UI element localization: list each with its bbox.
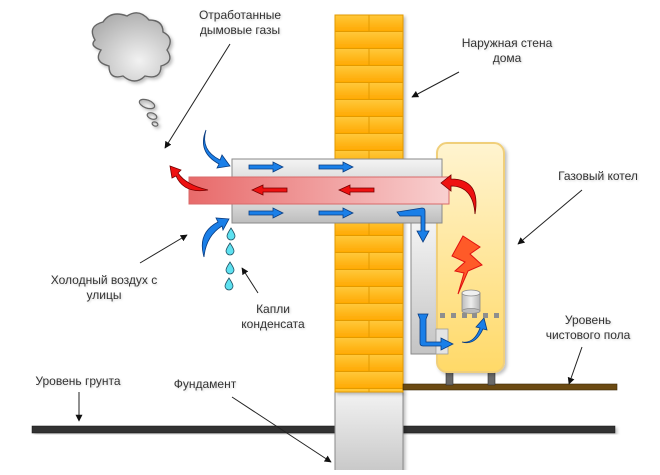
condensate-drops: [224, 227, 236, 291]
label-line: Фундамент: [173, 377, 237, 391]
exhaust-arrow-icon: [338, 184, 375, 196]
condensate-pointer: [241, 267, 259, 294]
cold-air-pointer: [139, 234, 188, 264]
label-line: дымовые газы: [199, 23, 281, 37]
cold-air-arrow-icon: [248, 207, 284, 219]
label-line: Капли: [256, 302, 290, 316]
cold-air-arrow-icon: [248, 161, 284, 173]
exhaust-curve-arrow-icon: [440, 174, 477, 215]
label-foundation: Фундамент: [165, 377, 245, 392]
cold-air-arrows: [201, 129, 488, 351]
burner-icon: [461, 289, 481, 314]
exhaust-curve-arrow-icon: [169, 165, 209, 192]
label-gas-boiler: Газовый котел: [548, 169, 648, 184]
gas-burner-dotted-line: [440, 313, 499, 318]
water-drop-icon: [225, 242, 235, 256]
cold-air-elbow-arrow-icon: [396, 207, 430, 243]
gas-boiler-pointer: [517, 189, 583, 245]
flue-gas-pointer: [164, 43, 231, 149]
outer-wall-pointer: [411, 71, 460, 98]
water-drop-icon: [224, 277, 234, 291]
cold-air-arrow-icon: [318, 207, 354, 219]
label-line: Наружная стена: [461, 36, 553, 50]
label-line: Уровень грунта: [35, 374, 121, 388]
exhaust-arrow-icon: [251, 184, 288, 196]
exhaust-arrows: [169, 165, 477, 215]
cold-air-curve-arrow-icon: [203, 129, 231, 169]
water-drop-icon: [225, 261, 235, 275]
ground-level-line: [31, 425, 616, 434]
foundation-pointer: [231, 396, 332, 463]
label-line: Холодный воздух с: [50, 273, 158, 287]
label-line: Отработанные: [198, 8, 282, 22]
label-line: чистового пола: [545, 328, 631, 342]
label-ground-level: Уровень грунта: [26, 374, 130, 389]
callout-lines: [75, 43, 583, 463]
label-line: Уровень: [564, 313, 612, 327]
cold-air-arrow-icon: [318, 161, 354, 173]
cold-air-elbow-arrow-icon: [417, 313, 454, 351]
label-flue-gas: Отработанные дымовые газы: [190, 8, 290, 38]
label-line: конденсата: [241, 317, 305, 331]
flame-icon: [451, 235, 483, 295]
label-line: дома: [492, 51, 522, 65]
exhaust-pipe: [188, 176, 450, 205]
smoke-cloud-icon: [91, 12, 171, 127]
foundation-block: [334, 391, 404, 473]
cold-air-curve-arrow-icon: [201, 217, 230, 258]
label-line: улицы: [86, 288, 122, 302]
floor-level-line: [402, 383, 618, 391]
label-line: Газовый котел: [558, 169, 638, 183]
floor-level-pointer: [567, 346, 583, 385]
label-cold-air: Холодный воздух с улицы: [36, 273, 172, 303]
label-floor-level: Уровень чистового пола: [538, 313, 638, 343]
label-outer-wall: Наружная стена дома: [452, 36, 562, 66]
label-condensate: Капли конденсата: [233, 302, 313, 332]
water-drop-icon: [226, 227, 236, 241]
